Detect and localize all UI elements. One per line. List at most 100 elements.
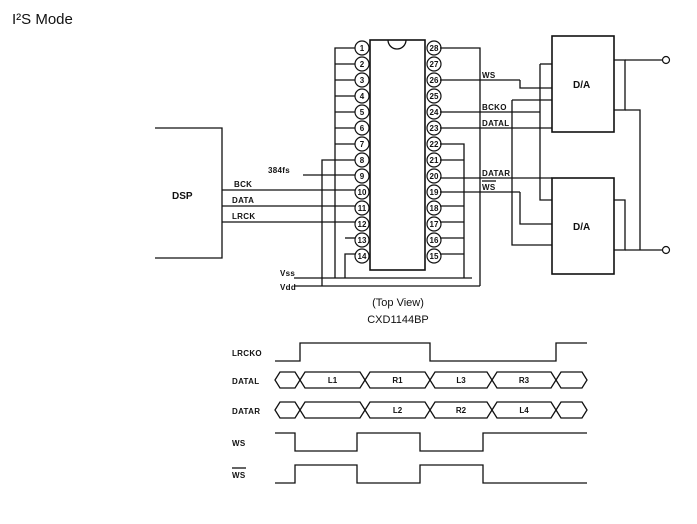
- ws-to-dac1: [519, 80, 552, 89]
- datar-bus-segment: [274, 401, 301, 419]
- chip-pin-label: 27: [430, 60, 439, 69]
- dac-top: [551, 35, 615, 133]
- left-rail-pin1: [334, 47, 355, 278]
- dsp-label: DSP: [172, 191, 193, 202]
- chip-pin-9: [354, 168, 370, 184]
- chip-pin-15: [426, 248, 442, 264]
- chip-pin-13: [354, 232, 370, 248]
- chip-pin-label: 23: [430, 124, 439, 133]
- lrck-label: LRCK: [232, 212, 255, 221]
- chip-pin-label: 11: [358, 204, 367, 213]
- vdd-label: Vdd: [280, 283, 296, 292]
- chip-pin-label: 28: [430, 44, 439, 53]
- datal-bus-word: L1: [328, 376, 338, 385]
- wsbar-to-dac2: [519, 192, 552, 225]
- chip-pin-label: 25: [430, 92, 439, 101]
- dac-top-out: [614, 59, 626, 111]
- datal-label: DATAL: [482, 119, 509, 128]
- cross-link: [625, 109, 641, 250]
- chip-notch: [387, 39, 407, 50]
- chip-pin-label: 17: [430, 220, 439, 229]
- datal-bus-word: R3: [519, 376, 530, 385]
- data-label: DATA: [232, 196, 254, 205]
- timing-label: LRCKO: [232, 349, 262, 358]
- chip-body: [369, 39, 426, 271]
- timing-label: WS: [232, 471, 246, 480]
- chip-pin-label: 13: [358, 236, 367, 245]
- chip-pin-label: 3: [360, 76, 365, 85]
- pin14-vss: [344, 253, 355, 278]
- chip-pin-18: [426, 200, 442, 216]
- right-pin-column: 28 27 26 25 24 23 22 21 20 19 18 17 16 15: [426, 40, 442, 264]
- chip-pin-label: 12: [358, 220, 367, 229]
- datar-label: DATAR: [482, 169, 510, 178]
- bcko-label: BCKO: [482, 103, 507, 112]
- chip-view-caption: (Top View): [372, 297, 424, 309]
- wsbar-label: WS: [482, 183, 496, 192]
- chip-pin-label: 15: [430, 252, 439, 261]
- chip-pin-25: [426, 88, 442, 104]
- chip-pin-label: 21: [430, 156, 439, 165]
- chip-pin-label: 19: [430, 188, 439, 197]
- datar-word: L2: [393, 406, 403, 415]
- ws-bar-waveform: [275, 464, 587, 484]
- chip-pin-label: 22: [430, 140, 439, 149]
- chip-pin-label: 20: [430, 172, 439, 181]
- dac-bottom-out: [614, 199, 626, 251]
- chip-pin-16: [426, 232, 442, 248]
- chip-pin-14: [354, 248, 370, 264]
- output-terminal-bottom: [661, 245, 671, 255]
- output-terminal-top: [661, 55, 671, 65]
- datal-bus-word: L3: [456, 376, 466, 385]
- chip-pin-10: [354, 184, 370, 200]
- datal-bus-segment: [274, 371, 301, 389]
- timing-label: DATAR: [232, 407, 260, 416]
- lrcko-waveform: [275, 342, 587, 362]
- pin28-vdd: [440, 47, 481, 286]
- pin22-vss: [440, 143, 465, 278]
- ws-label: WS: [482, 71, 496, 80]
- chip-pin-label: 18: [430, 204, 439, 213]
- chip-pin-label: 26: [430, 76, 439, 85]
- timing-label: WS: [232, 439, 246, 448]
- chip-pin-label: 14: [358, 252, 367, 261]
- chip-pin-label: 7: [360, 140, 365, 149]
- chip-pin-label: 9: [360, 172, 365, 181]
- dac-bottom: [551, 177, 615, 275]
- dac-top-label: D/A: [573, 80, 590, 91]
- chip-pin-label: 16: [430, 236, 439, 245]
- datar-bus-segment: [299, 401, 366, 419]
- chip-pin-label: 6: [360, 124, 365, 133]
- extra-feed: [511, 100, 552, 246]
- chip-pin-12: [354, 216, 370, 232]
- chip-pin-label: 5: [360, 108, 365, 117]
- chip-pin-20: [426, 168, 442, 184]
- chip-pin-label: 4: [360, 92, 365, 101]
- datar-word: R2: [456, 406, 467, 415]
- dsp-block: [155, 127, 223, 259]
- datar-word: L4: [519, 406, 529, 415]
- datal-bus-segment: [555, 371, 588, 389]
- chip-pin-label: 10: [358, 188, 367, 197]
- bcko-to-dac2: [539, 112, 552, 201]
- timing-label: DATAL: [232, 377, 259, 386]
- chip-pin-17: [426, 216, 442, 232]
- datal-bus-word: R1: [392, 376, 403, 385]
- fs-label: 384fs: [268, 166, 290, 175]
- pin8-vdd: [321, 159, 355, 286]
- bck-label: BCK: [234, 180, 252, 189]
- ws-waveform: [275, 432, 587, 452]
- page-title: I²S Mode: [12, 11, 73, 28]
- chip-pin-11: [354, 200, 370, 216]
- chip-pin-label: 24: [430, 108, 439, 117]
- chip-pin-label: 2: [360, 60, 365, 69]
- vss-label: Vss: [280, 269, 295, 278]
- chip-pin-27: [426, 56, 442, 72]
- chip-pin-label: 1: [360, 44, 365, 53]
- chip-pin-label: 8: [360, 156, 365, 165]
- chip-part-name: CXD1144BP: [367, 314, 429, 326]
- datar-bus-segment: [555, 401, 588, 419]
